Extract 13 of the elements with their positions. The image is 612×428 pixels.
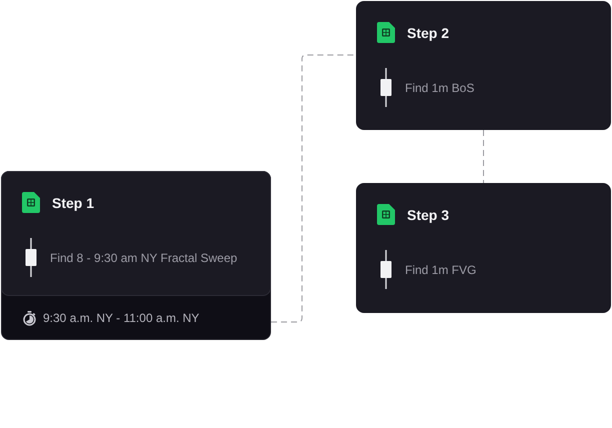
step-description: Find 1m BoS <box>405 80 474 96</box>
step-card <box>356 1 611 130</box>
step-title: Step 3 <box>407 206 450 224</box>
step-title: Step 1 <box>52 194 94 212</box>
dashed-connector <box>483 130 484 184</box>
dashed-connector <box>270 54 356 322</box>
time-range-text: 9:30 a.m. NY - 11:00 a.m. NY <box>43 310 200 326</box>
step-title: Step 2 <box>407 24 450 42</box>
step-panel <box>1 171 271 296</box>
step-card <box>356 183 611 313</box>
step-card <box>1 171 271 340</box>
step-description: Find 8 - 9:30 am NY Fractal Sweep <box>50 250 238 266</box>
step-description: Find 1m FVG <box>405 262 476 278</box>
